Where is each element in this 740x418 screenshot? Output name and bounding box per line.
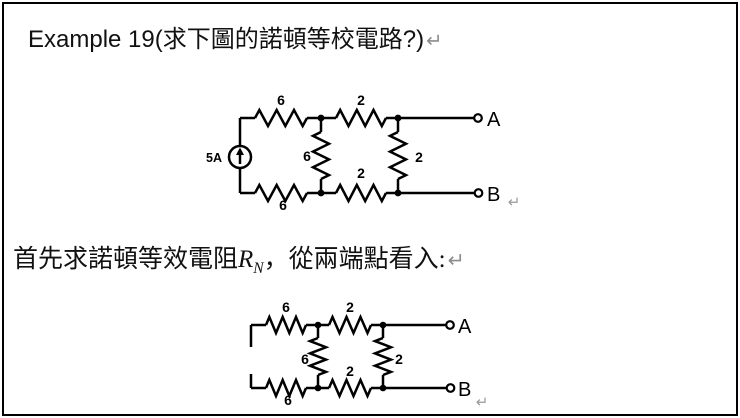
resistor-value-label: 2 [357, 165, 365, 181]
rn-subscript: N [253, 260, 264, 277]
title-text: Example 19(求下圖的諾頓等校電路?) [28, 26, 425, 53]
paragraph-rn-suffix: ，從兩端點看入: [263, 246, 446, 273]
resistor-middle [310, 130, 332, 181]
node-dot [379, 321, 387, 329]
resistor-value-label: 2 [415, 149, 423, 165]
node-dot [317, 189, 325, 197]
paragraph-return-icon: ↵ [447, 250, 465, 272]
resistor-top-right [334, 107, 388, 129]
resistor-bottom-right [334, 182, 388, 204]
circuit-diagram-2: 6 2 6 2 2 6 A B ↵ [249, 299, 489, 411]
resistor-right [387, 130, 409, 181]
resistor-value-label: 6 [279, 197, 287, 213]
paragraph-rn: 首先求諾頓等效電阻RN，從兩端點看入:↵ [13, 245, 465, 284]
resistor-right [371, 336, 395, 377]
terminal-b-label: B [458, 379, 471, 401]
resistor-top-left [264, 313, 308, 337]
resistor-top-right [327, 313, 373, 337]
terminal-b-circle [445, 383, 456, 393]
resistor-middle [306, 336, 330, 377]
resistor-bottom-left [253, 182, 309, 204]
resistor-value-label: 2 [346, 363, 354, 379]
paragraph-return-icon: ↵ [426, 30, 443, 52]
current-source-icon [227, 144, 253, 170]
node-dot [314, 384, 322, 392]
resistor-bottom-right [327, 376, 373, 400]
resistor-value-label: 6 [303, 148, 311, 164]
current-source-label: 5A [206, 151, 222, 165]
resistor-value-label: 2 [395, 351, 403, 367]
resistor-value-label: 6 [282, 299, 290, 315]
terminal-a-circle [445, 320, 455, 330]
terminal-b-circle [473, 188, 484, 198]
page-title: Example 19(求下圖的諾頓等校電路?)↵ [28, 26, 443, 55]
paragraph-rn-prefix: 首先求諾頓等效電阻 [13, 246, 239, 273]
terminal-a-label: A [458, 316, 472, 338]
resistor-value-label: 6 [277, 92, 285, 108]
node-dot [317, 114, 325, 122]
node-dot [394, 114, 402, 122]
rn-symbol: R [238, 246, 254, 273]
resistor-value-label: 2 [346, 299, 354, 315]
circuit-diagram-1: 6 2 6 2 2 6 5A A B ↵ [206, 92, 521, 213]
resistor-value-label: 6 [301, 351, 309, 367]
terminal-a-label: A [487, 109, 501, 131]
resistor-top-left [253, 107, 309, 129]
line-return-icon: ↵ [508, 194, 521, 211]
node-dot [314, 321, 322, 329]
node-dot [379, 384, 387, 392]
node-dot [394, 189, 402, 197]
resistor-value-label: 6 [284, 392, 292, 408]
line-return-icon: ↵ [476, 394, 489, 411]
terminal-b-label: B [487, 184, 500, 206]
resistor-bottom-left [264, 376, 308, 400]
resistor-value-label: 2 [357, 92, 365, 108]
terminal-a-circle [473, 113, 483, 123]
